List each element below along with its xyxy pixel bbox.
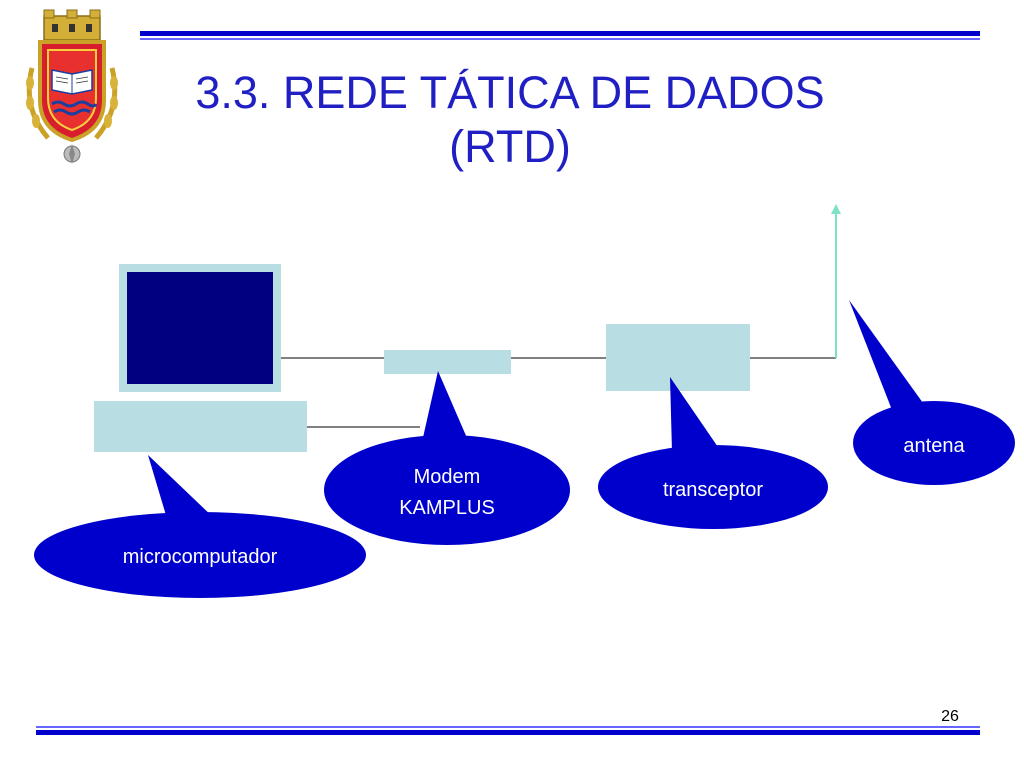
transceiver-box — [606, 324, 750, 391]
slide-number: 26 — [941, 708, 959, 725]
connection-lines — [281, 357, 836, 428]
monitor-icon — [119, 264, 281, 392]
callout-microcomputador: microcomputador — [34, 455, 366, 598]
title-line-2: (RTD) — [449, 121, 571, 172]
computer-base-icon — [94, 401, 307, 452]
callout-antena-label: antena — [903, 435, 965, 457]
antenna-icon — [831, 204, 841, 358]
callout-microcomputador-label: microcomputador — [123, 546, 278, 568]
callout-modem: Modem KAMPLUS — [324, 371, 570, 545]
callout-transceptor: transceptor — [598, 377, 828, 529]
naval-crest-logo — [26, 9, 118, 164]
bottom-rule — [36, 726, 980, 735]
top-rule — [140, 31, 980, 40]
slide-title: 3.3. REDE TÁTICA DE DADOS (RTD) — [130, 66, 890, 174]
modem-box — [384, 350, 511, 374]
callout-transceptor-label: transceptor — [663, 479, 763, 501]
title-line-1: 3.3. REDE TÁTICA DE DADOS — [195, 67, 825, 118]
callout-antena: antena — [849, 300, 1015, 485]
callout-modem-label-line1: Modem — [414, 466, 481, 488]
callout-modem-label-line2: KAMPLUS — [399, 497, 495, 519]
